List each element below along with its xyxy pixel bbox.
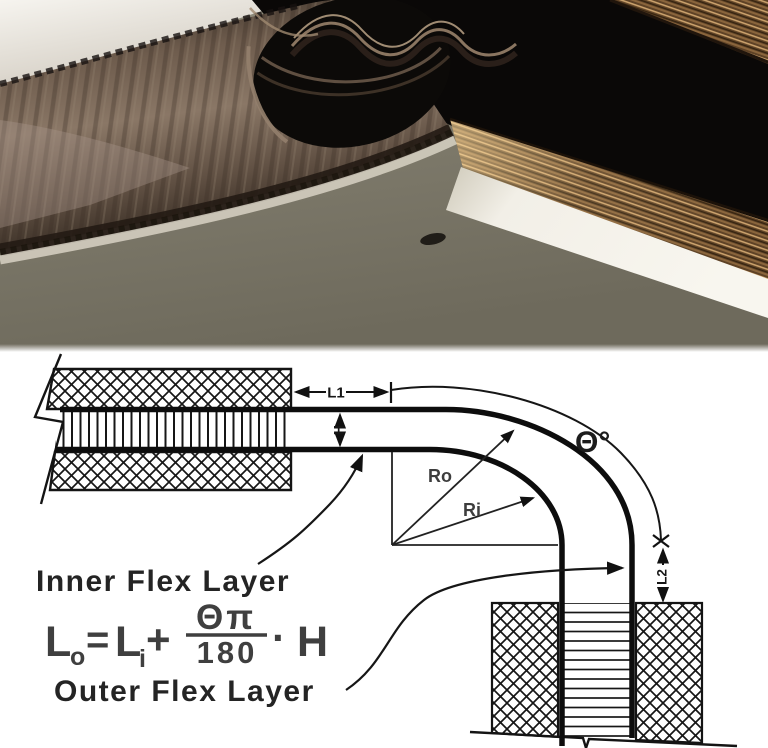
formula-lhs-base: L [45,618,71,666]
dimension-h: H [331,412,347,448]
angle-dimension: Θ° [390,385,670,548]
label-h: H [331,425,347,435]
diagram-canvas: Ro Ri L1 H Θ° [33,353,738,748]
radius-construction [391,429,558,546]
formula-height-term: H [297,618,328,666]
formula-lhs-sub: o [70,643,85,671]
label-outer-radius: Ro [428,466,452,486]
flex-layers [55,406,635,746]
formula-numerator: Θπ [196,598,256,637]
inner-layer-leader [257,453,364,565]
board-hole-spot [420,232,446,246]
label-inner-radius: Ri [463,500,481,520]
dimension-l1: L1 [293,382,393,403]
formula-denominator: 180 [197,635,258,670]
left-rigid-section [33,353,293,505]
laminate-edge-top-right [609,0,768,64]
dimension-l2: L2 [655,547,670,603]
inner-flex-layer-line [55,446,565,746]
curled-flex-sheets [249,7,518,67]
outer-layer-leader [345,561,625,691]
white-board-layer [446,167,768,318]
bend-geometry-diagram: Ro Ri L1 H Θ° [0,352,768,748]
photo-canvas [0,0,768,352]
left-rigid-flex-core [55,412,291,447]
formula-equals: = [86,618,109,662]
inner-radius-arrow [391,496,536,546]
right-rigid-right-laminate [634,601,704,745]
outer-flex-layer-line [60,406,635,738]
right-rigid-section [469,601,738,748]
angle-arc [390,385,662,541]
label-l1: L1 [327,385,345,402]
right-rigid-flex-core [560,603,634,740]
photo-bottom-fade [0,344,768,352]
formula-rhs-sub: i [139,645,146,673]
laminate-edge-right [449,117,768,288]
label-theta: Θ° [575,426,610,459]
outer-radius-arrow [391,429,515,546]
bend-length-formula: L o = L i + Θπ 180 · H [45,598,328,673]
label-l2: L2 [655,569,670,585]
formula-plus: + [146,616,171,663]
formula-dot: · [272,614,286,661]
inner-flex-layer-label: Inner Flex Layer [36,565,290,598]
bottom-break-line [469,730,738,748]
right-rigid-left-laminate [490,601,560,739]
outer-flex-layer-label: Outer Flex Layer [54,675,315,708]
formula-rhs-base: L [115,618,141,666]
left-rigid-bottom-laminate [48,450,293,492]
left-rigid-top-laminate [45,367,293,411]
left-break-line [33,353,65,505]
photo-flex-bend [0,0,768,352]
